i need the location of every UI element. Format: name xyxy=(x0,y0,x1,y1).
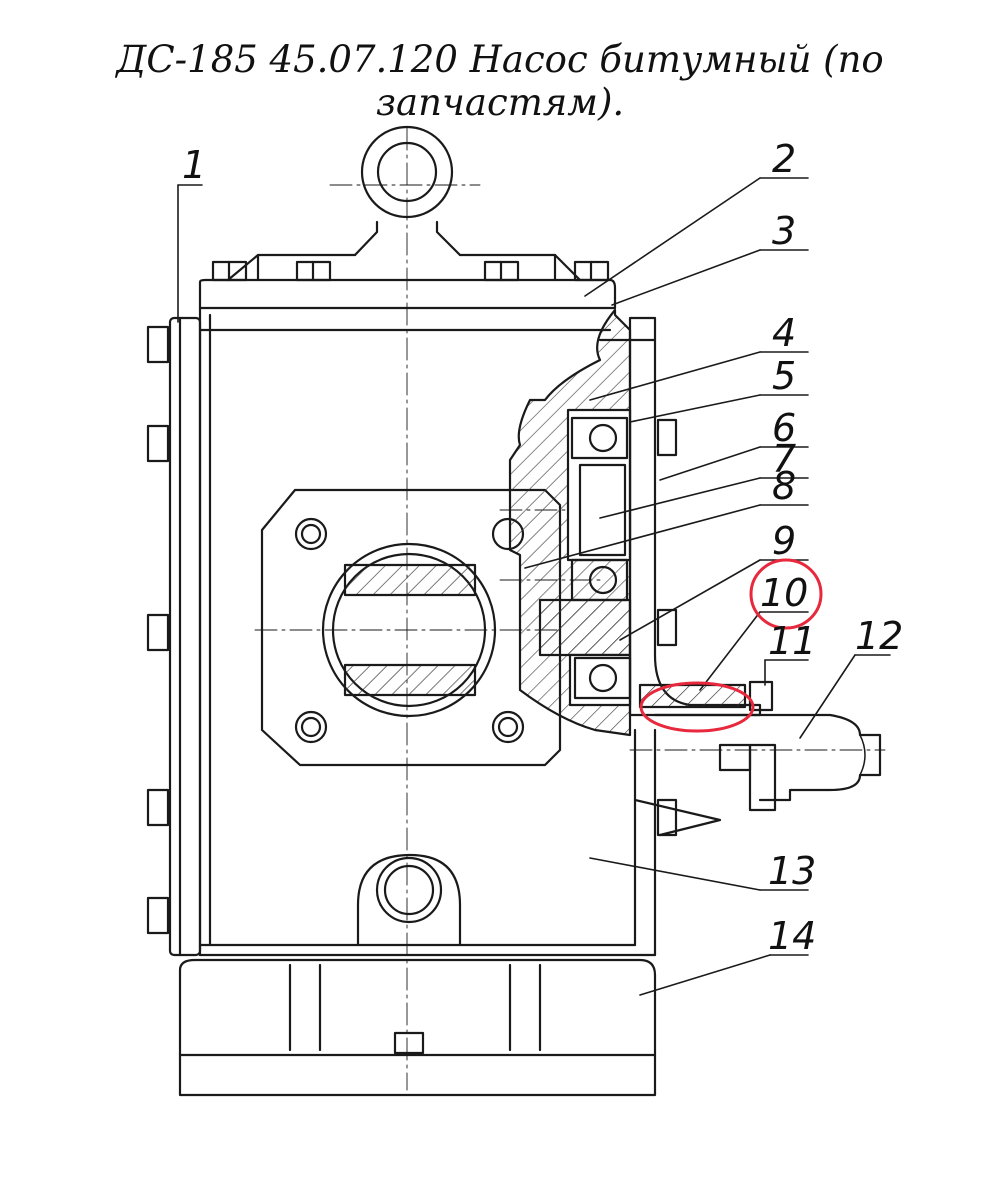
top-bolts xyxy=(211,260,610,282)
label-1: 1 xyxy=(182,143,206,187)
top-cover xyxy=(198,278,617,310)
bearings xyxy=(570,416,632,700)
highlight-circle-label-10 xyxy=(749,558,823,630)
label-9: 9 xyxy=(772,519,796,563)
right-bolts xyxy=(656,418,678,837)
label-14: 14 xyxy=(768,914,816,958)
label-5: 5 xyxy=(772,354,796,398)
label-6: 6 xyxy=(772,406,796,450)
drawing-title: ДС-185 45.07.120 Насос битумный (по запч… xyxy=(116,38,884,124)
bottom-eye xyxy=(356,853,462,947)
label-11: 11 xyxy=(768,619,816,663)
label-8: 8 xyxy=(772,464,796,508)
label-12: 12 xyxy=(855,614,903,658)
label-10: 10 xyxy=(760,571,808,615)
lifting-eye xyxy=(226,125,582,282)
left-flange xyxy=(168,316,202,957)
drive-shaft xyxy=(633,713,882,837)
highlight-ellipse-seal xyxy=(639,681,755,733)
cutaway-section xyxy=(508,308,762,737)
left-bolts xyxy=(146,325,170,935)
label-13: 13 xyxy=(768,849,816,893)
label-7: 7 xyxy=(772,437,796,481)
base xyxy=(178,958,657,1097)
inlet-port xyxy=(321,542,497,718)
part-labels: 1 2 3 4 5 6 7 8 9 10 11 12 13 14 xyxy=(182,137,903,958)
label-3: 3 xyxy=(772,209,796,253)
leader-lines xyxy=(177,177,891,996)
label-4: 4 xyxy=(772,311,796,355)
label-2: 2 xyxy=(772,137,796,181)
